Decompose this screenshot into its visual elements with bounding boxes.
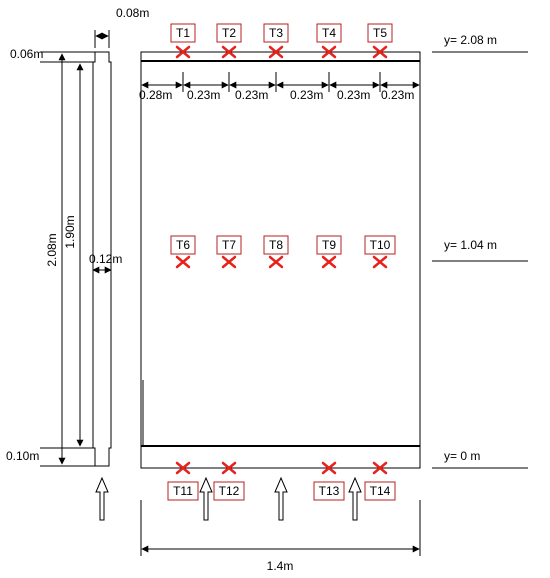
spacing-dimensions: 0.28m 0.23m 0.23m 0.23m 0.23m 0.23m [139,72,421,102]
panel-outline [140,51,421,469]
side-profile: 0.08m 0.06m 0.10m 2.08m 1.90m 0.12m [6,6,149,521]
sensor-t7: T7 [216,235,242,269]
sensors-top: T1 T2 T3 T4 T5 [170,23,393,59]
spacing-1: 0.28m [139,88,172,102]
sensor-label: T1 [176,26,190,40]
sensor-label: T14 [370,484,391,498]
sensor-label: T6 [176,238,190,252]
sensor-t4: T4 [316,23,342,59]
spacing-3: 0.23m [235,88,268,102]
front-panel [140,51,421,469]
level-label-bottom: y= 0 m [444,449,480,463]
sensor-t12: T12 [213,461,245,501]
up-arrow-icon [95,476,109,521]
sensor-t6: T6 [170,235,196,269]
sensor-t10: T10 [364,235,396,269]
sensor-label: T8 [269,238,283,252]
sensor-label: T5 [373,26,387,40]
sensor-t1: T1 [170,23,196,59]
sensor-label: T7 [222,238,236,252]
spacing-6: 0.23m [381,88,414,102]
up-arrow-icon [274,476,288,521]
sensor-t11: T11 [167,461,199,501]
up-arrow-icon [348,476,362,521]
dim-wall-thickness: 0.12m [89,252,122,266]
sensor-label: T9 [322,238,336,252]
sensor-label: T2 [222,26,236,40]
dim-top-ledge: 0.06m [10,47,43,61]
sensor-t9: T9 [316,235,342,269]
level-label-mid: y= 1.04 m [444,238,497,252]
sensor-t14: T14 [364,461,396,501]
spacing-4: 0.23m [290,88,323,102]
width-dimension: 1.4m [140,500,421,573]
level-lines: y= 2.08 m y= 1.04 m y= 0 m [432,33,528,469]
sensors-bottom: T11 T12 T13 T14 [167,461,396,501]
dim-bottom-ledge: 0.10m [6,449,39,463]
level-label-top: y= 2.08 m [444,33,497,47]
sensor-label: T12 [219,484,240,498]
dim-inner-height: 1.90m [63,215,77,248]
sensor-t2: T2 [216,23,242,59]
sensor-label: T11 [173,484,193,498]
sensor-t13: T13 [313,461,345,501]
spacing-2: 0.23m [187,88,220,102]
spacing-5: 0.23m [337,88,370,102]
dim-total-width: 1.4m [267,559,294,573]
sensor-label: T3 [269,26,283,40]
sensor-label: T4 [322,26,336,40]
sensor-t5: T5 [367,23,393,59]
sensor-t8: T8 [263,235,289,269]
sensors-mid: T6 T7 T8 T9 T10 [170,235,396,269]
dim-total-height: 2.08m [45,233,59,266]
up-arrow-icon [199,476,213,521]
sensor-label: T13 [319,484,340,498]
sensor-t3: T3 [263,23,289,59]
sensor-label: T10 [370,238,391,252]
dim-wall-thickness-top: 0.08m [116,6,149,20]
airflow-arrows [199,476,362,521]
